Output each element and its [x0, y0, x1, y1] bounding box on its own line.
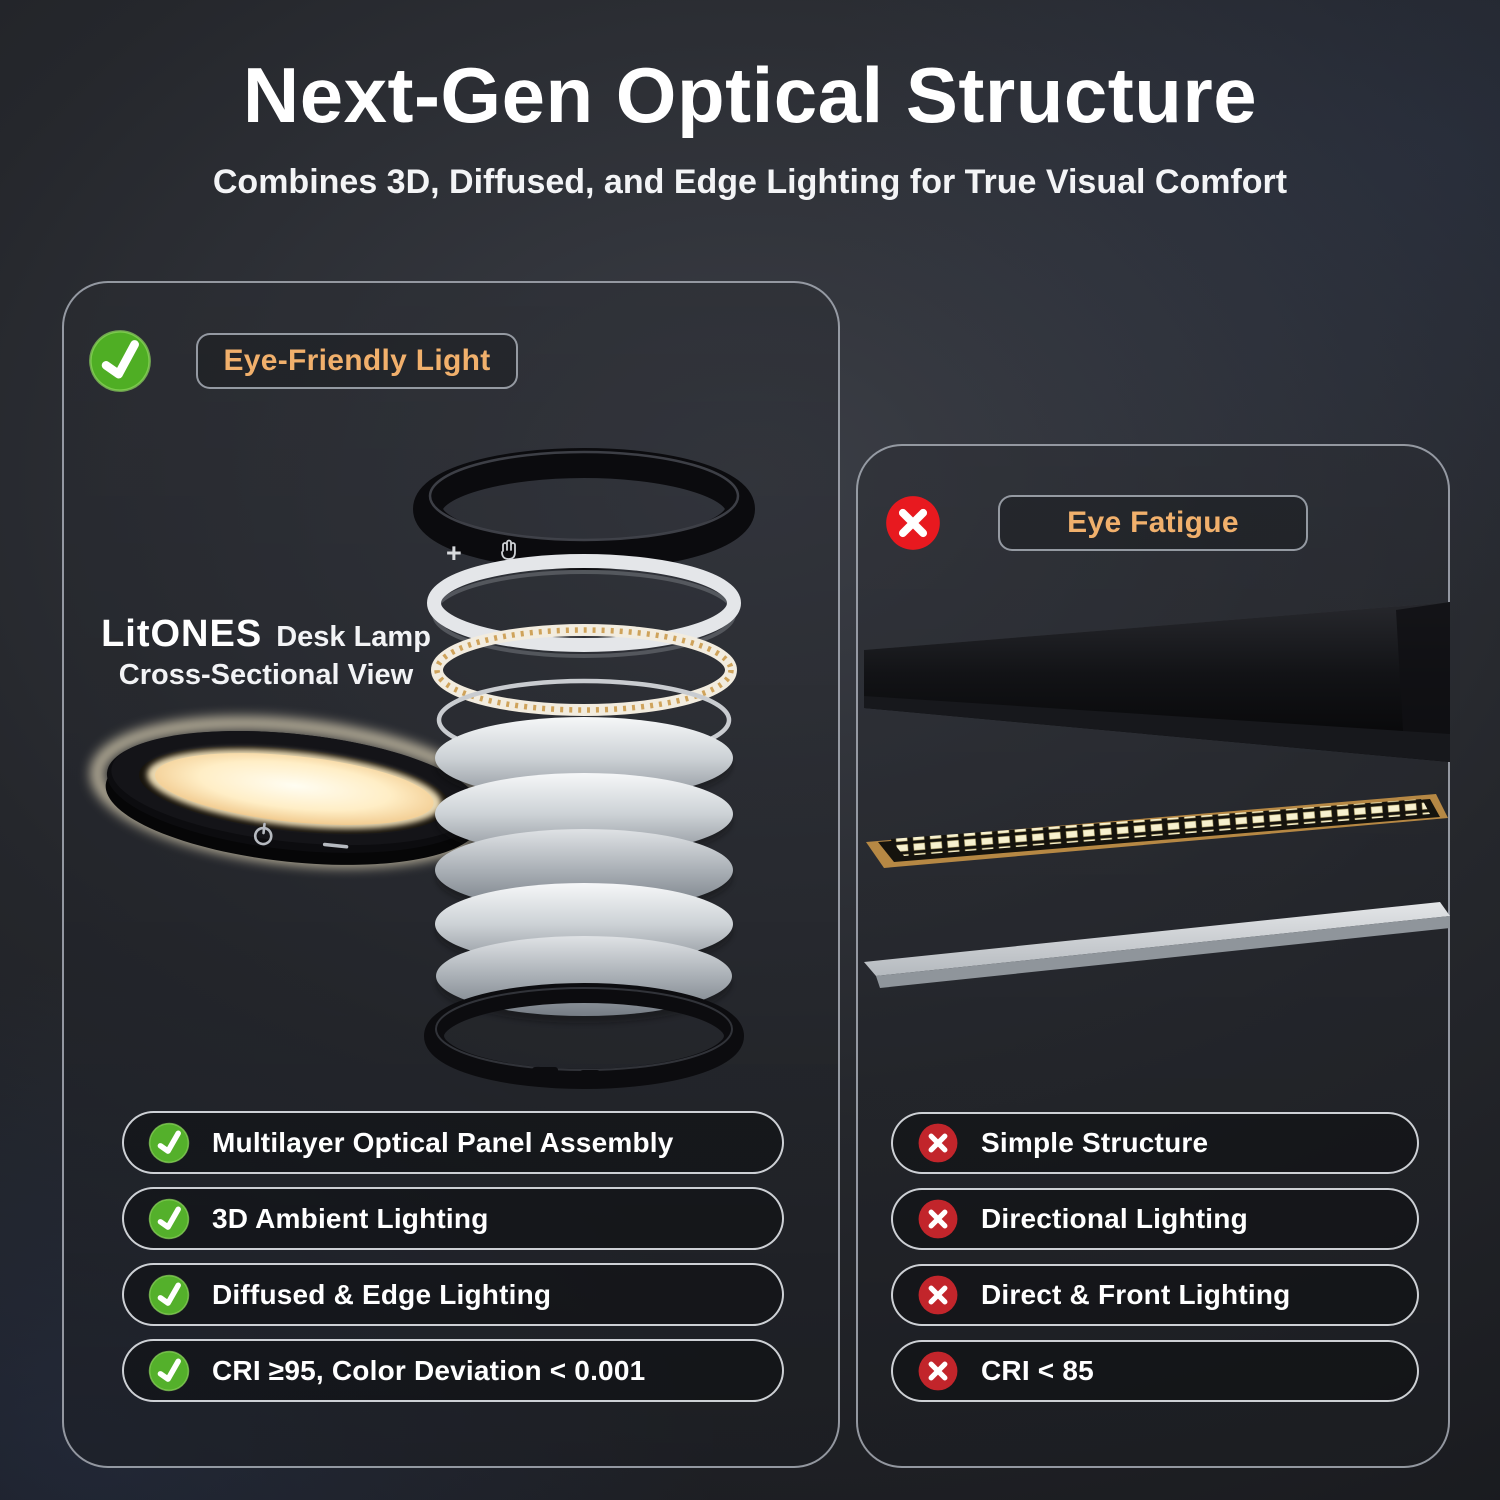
brand-logo: LitONES: [101, 613, 263, 655]
eye-friendly-label: Eye-Friendly Light: [196, 333, 518, 389]
bottom-frame-ring-layer: [424, 983, 744, 1089]
check-icon: [148, 1122, 190, 1163]
feature-label: Simple Structure: [981, 1127, 1209, 1158]
lamp-head: [90, 717, 498, 867]
feature-label: Diffused & Edge Lighting: [212, 1278, 552, 1310]
feature-row: 3D Ambient Lighting: [122, 1187, 784, 1250]
minus-icon: [322, 842, 349, 849]
feature-label: Multilayer Optical Panel Assembly: [212, 1126, 674, 1158]
feature-label: Direct & Front Lighting: [981, 1279, 1291, 1310]
power-icon: [253, 822, 273, 846]
feature-row: CRI ≥95, Color Deviation < 0.001: [122, 1339, 784, 1402]
eye-friendly-feature-list: Multilayer Optical Panel Assembly 3D Amb…: [122, 1111, 784, 1402]
x-icon: [918, 1123, 958, 1163]
plus-icon: +: [446, 538, 462, 568]
led-array: [890, 799, 1430, 856]
feature-row: Diffused & Edge Lighting: [122, 1263, 784, 1326]
feature-label: CRI ≥95, Color Deviation < 0.001: [212, 1354, 646, 1386]
feature-row: Direct & Front Lighting: [891, 1264, 1419, 1326]
brand-block: LitONES Desk Lamp Cross-Sectional View: [90, 613, 442, 692]
x-icon: [918, 1351, 958, 1391]
check-icon: [148, 1274, 190, 1315]
feature-row: Directional Lighting: [891, 1188, 1419, 1250]
touch-hand-icon: [501, 539, 516, 560]
led-circuit-board: [866, 794, 1448, 868]
page-title: Next-Gen Optical Structure: [242, 51, 1258, 139]
check-icon: [148, 1350, 190, 1391]
bar-lamp-illustration: [864, 602, 1450, 988]
check-icon: [89, 330, 151, 392]
view-label: Cross-Sectional View: [118, 659, 414, 691]
diffuser-disc-layers: [435, 717, 733, 1023]
page-subtitle: Combines 3D, Diffused, and Edge Lighting…: [212, 163, 1288, 201]
feature-row: Multilayer Optical Panel Assembly: [122, 1111, 784, 1174]
eye-friendly-panel: Eye-Friendly Light: [62, 281, 840, 1468]
feature-row: Simple Structure: [891, 1112, 1419, 1174]
top-frame-ring-layer: +: [413, 448, 755, 570]
eye-friendly-badge-row: Eye-Friendly Light: [88, 329, 518, 393]
feature-label: Directional Lighting: [981, 1203, 1248, 1234]
eye-fatigue-feature-list: Simple Structure Directional Lighting Di…: [891, 1112, 1419, 1402]
eye-fatigue-panel: Eye Fatigue: [856, 444, 1450, 1468]
eye-fatigue-badge-row: Eye Fatigue: [884, 494, 1308, 552]
diffuser-panel: [864, 902, 1450, 988]
check-icon: [148, 1198, 190, 1239]
silver-ring-layer: [427, 554, 741, 658]
light-panel: [155, 753, 434, 825]
feature-label: CRI < 85: [981, 1355, 1094, 1386]
led-strip-ring-layer: [431, 624, 737, 716]
x-icon: [918, 1275, 958, 1315]
feature-label: 3D Ambient Lighting: [212, 1202, 489, 1234]
lamp-exploded-view-illustration: +: [90, 448, 755, 1089]
x-icon: [918, 1199, 958, 1239]
bar-lamp-body: [864, 602, 1450, 762]
feature-row: CRI < 85: [891, 1340, 1419, 1402]
eye-fatigue-label: Eye Fatigue: [998, 495, 1308, 551]
product-label: Desk Lamp: [276, 621, 431, 653]
x-icon: [886, 496, 940, 550]
